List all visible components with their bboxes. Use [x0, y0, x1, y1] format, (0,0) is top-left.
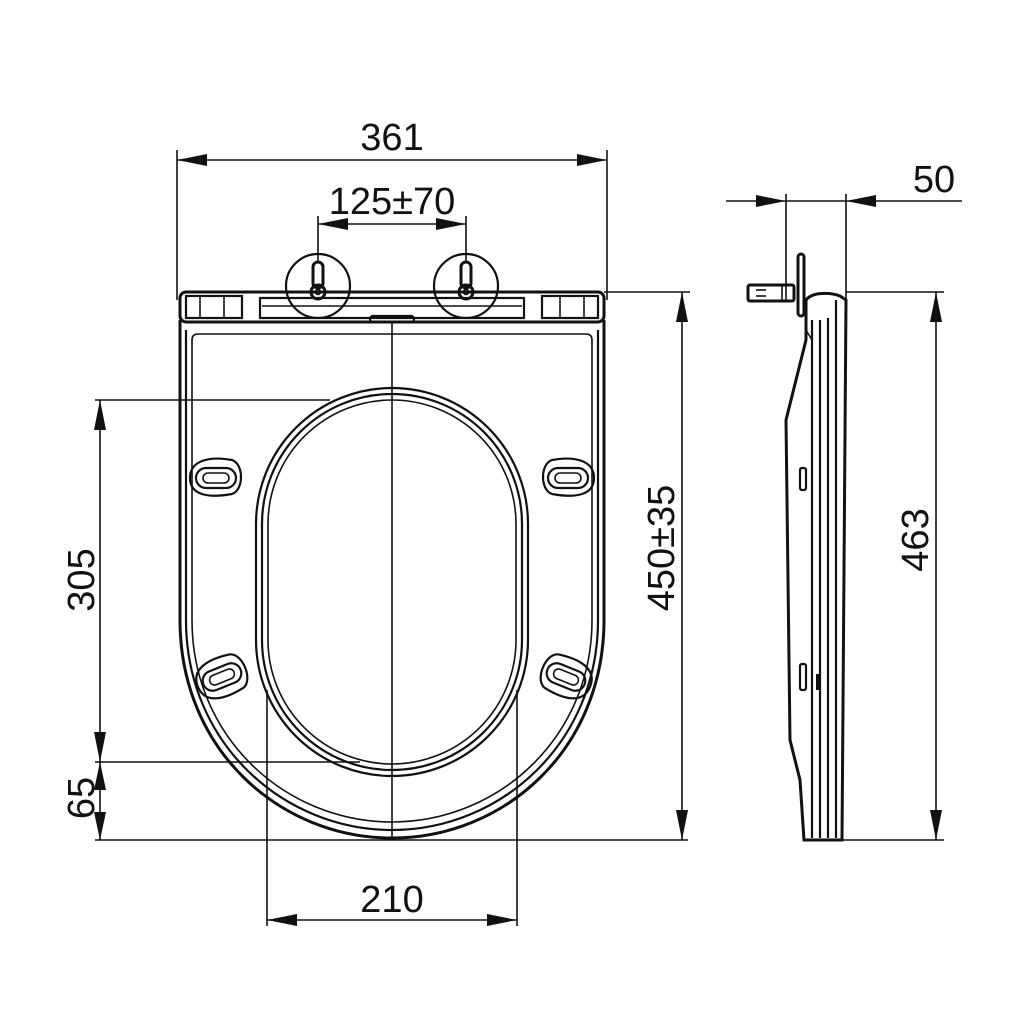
svg-text:210: 210 [360, 879, 423, 921]
bumper-top-left [188, 457, 243, 497]
dim-65: 65 [61, 761, 688, 841]
svg-text:305: 305 [61, 548, 103, 611]
svg-text:125±70: 125±70 [329, 181, 456, 223]
svg-text:463: 463 [895, 508, 937, 571]
bumper-bottom-left [195, 653, 249, 700]
dim-overall-width: 361 [176, 117, 608, 300]
front-view: 361 125±70 305 65 [61, 117, 690, 926]
svg-text:361: 361 [360, 117, 423, 159]
dim-thickness: 50 [726, 159, 962, 300]
hinge-left [284, 252, 352, 320]
hinge-right [432, 252, 500, 320]
hinge-plate [796, 252, 806, 318]
side-view: 50 463 [726, 159, 962, 842]
seat-profile [784, 291, 848, 842]
svg-text:65: 65 [61, 777, 103, 819]
hinge-bar [178, 290, 606, 324]
hinge-bolt [746, 283, 796, 303]
dim-hinge-spacing: 125±70 [317, 181, 467, 262]
dim-305: 305 [61, 399, 330, 762]
bumper-top-right [541, 457, 596, 497]
dim-side-length: 463 [842, 291, 944, 841]
dim-opening-width: 210 [266, 690, 518, 926]
svg-text:50: 50 [913, 159, 955, 201]
svg-text:450±35: 450±35 [641, 485, 683, 612]
bumper-bottom-right [539, 653, 593, 700]
dim-overall-length: 450±35 [604, 291, 690, 840]
